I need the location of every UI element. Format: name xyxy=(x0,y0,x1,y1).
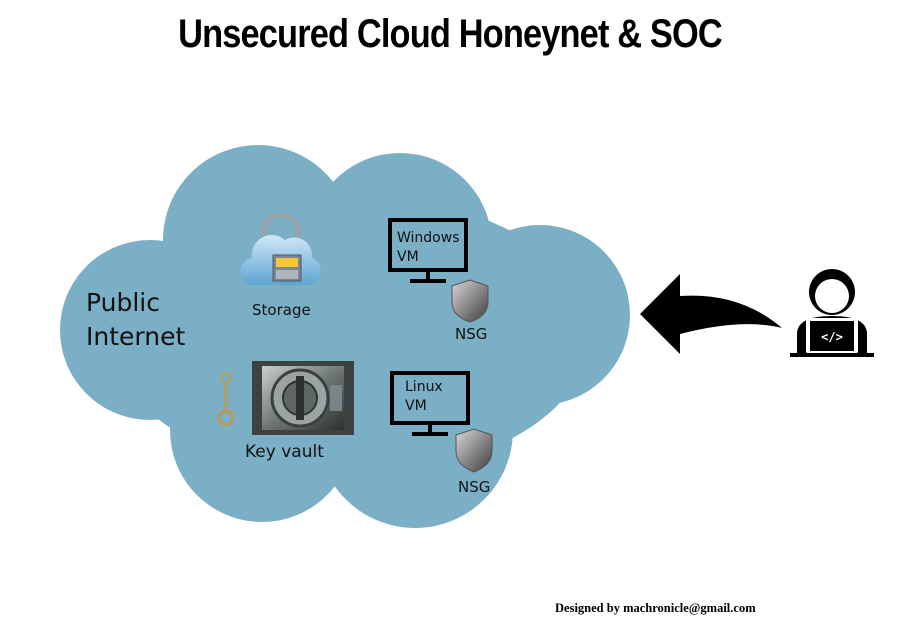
windows-vm-line2: VM xyxy=(397,249,419,265)
hacker-laptop-icon: </> xyxy=(790,269,874,357)
attack-arrow-icon xyxy=(640,274,782,354)
nsg-windows-label: NSG xyxy=(455,325,487,343)
diagram-title: Unsecured Cloud Honeynet & SOC xyxy=(178,12,723,56)
linux-vm-line2: VM xyxy=(405,398,427,414)
storage-label: Storage xyxy=(252,301,311,319)
cloud-storage-lock-icon xyxy=(240,212,321,286)
linux-vm-line1: Linux xyxy=(405,379,443,395)
cloud-label-line2: Internet xyxy=(86,322,185,351)
key-icon xyxy=(217,372,235,427)
public-internet-cloud xyxy=(60,145,630,528)
windows-vm-line1: Windows xyxy=(397,230,460,246)
windows-vm-monitor-icon xyxy=(388,218,468,283)
svg-text:</>: </> xyxy=(821,330,843,344)
nsg-windows-shield-icon xyxy=(451,279,489,323)
vault-door-icon xyxy=(252,361,354,435)
cloud-label-line1: Public xyxy=(86,288,160,317)
nsg-linux-label: NSG xyxy=(458,478,490,496)
nsg-linux-shield-icon xyxy=(455,428,493,473)
key-vault-label: Key vault xyxy=(245,442,324,462)
designer-credit: Designed by machronicle@gmail.com xyxy=(555,601,756,615)
linux-vm-monitor-icon xyxy=(390,371,470,436)
